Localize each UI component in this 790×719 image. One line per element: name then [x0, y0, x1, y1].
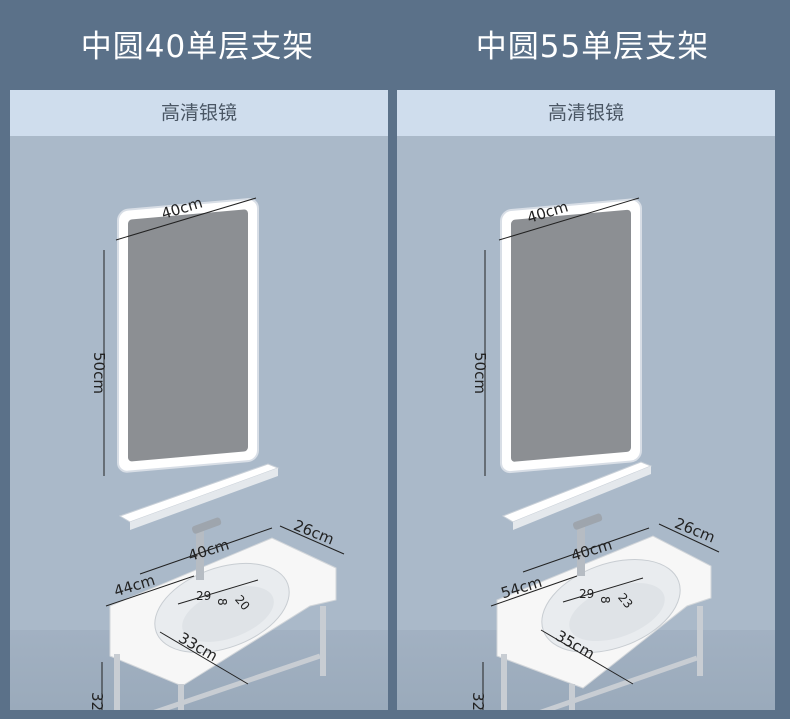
right-title: 中圆55单层支架: [475, 29, 710, 65]
left-title: 中圆40单层支架: [80, 29, 315, 65]
left-bowl-width-label: 29: [196, 589, 211, 603]
right-basin-depth-label: 26cm: [672, 514, 718, 546]
left-shelf: [118, 463, 280, 530]
right-stand-height-label: 32cm: [469, 692, 487, 710]
left-basin-depth-label: 26cm: [291, 516, 337, 548]
left-stand-height-label: 32cm: [88, 692, 106, 710]
right-bowl-width-label: 29: [579, 587, 594, 601]
left-mirror-label: 高清银镜: [10, 90, 388, 136]
right-stand: [501, 606, 703, 710]
right-product-panel: 高清银镜 40cm 50cm: [397, 90, 775, 710]
right-basin: [496, 513, 712, 689]
right-bowl-small-label: 8: [598, 596, 612, 604]
header-bar: 中圆40单层支架 中圆55单层支架: [0, 0, 790, 90]
left-mirror-height-label: 50cm: [90, 352, 108, 394]
left-product-illustration: 40cm 50cm: [88, 194, 345, 710]
right-shelf: [501, 461, 653, 530]
right-product-illustration: 40cm 50cm: [469, 197, 720, 710]
left-bowl-small-label: 8: [215, 598, 229, 606]
left-mirror: [117, 198, 259, 473]
left-product-panel: 高清银镜 40cm 50cm: [10, 90, 388, 710]
left-basin: [109, 517, 337, 687]
left-stand: [114, 606, 326, 710]
right-mirror-label: 高清银镜: [397, 90, 775, 136]
right-mirror: [500, 198, 642, 474]
right-mirror-height-label: 50cm: [471, 352, 489, 394]
